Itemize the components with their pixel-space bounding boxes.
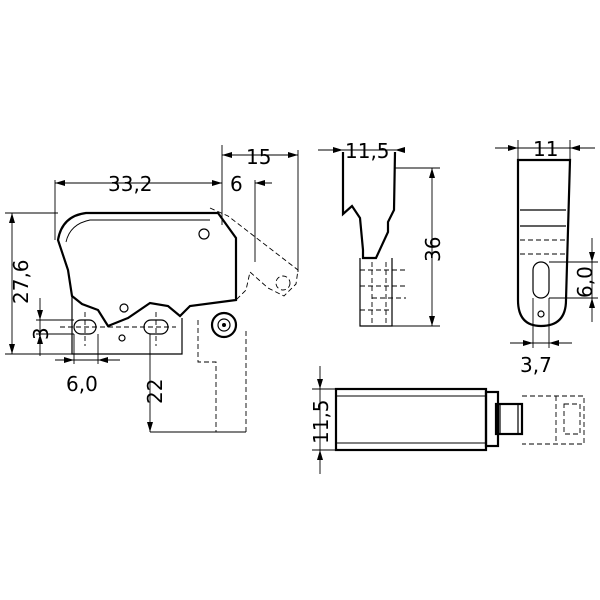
front-view: 33,2 15 6 27,6 3 6,0 [5, 145, 299, 433]
top-open-position [522, 395, 585, 445]
arrow [570, 145, 580, 151]
dim-top-height: 11,5 [309, 399, 333, 444]
arrow [317, 379, 323, 389]
lever-open-pin [275, 275, 291, 291]
arrow [55, 180, 65, 186]
dim-side-width: 11,5 [345, 139, 390, 163]
dim-end-slot-width: 3,7 [520, 353, 552, 377]
roller-outer [210, 311, 238, 339]
side-view: 11,5 36 [318, 139, 445, 327]
arrow [9, 344, 15, 354]
dim-side-height: 36 [421, 237, 445, 262]
dim-slot-spacing: 6,0 [66, 372, 98, 396]
arrow [98, 357, 108, 363]
dim-slot-height: 3 [29, 327, 53, 340]
arrow [429, 168, 435, 178]
dim-lever-total: 15 [246, 145, 271, 169]
end-outline [516, 158, 572, 328]
arrow [288, 152, 298, 158]
end-slot [532, 261, 550, 299]
arrow [589, 252, 595, 262]
front-housing-outline [56, 211, 238, 328]
front-hole-top [198, 228, 210, 240]
arrow [147, 422, 153, 432]
lever-open-position [209, 207, 299, 301]
front-hole-mid [119, 303, 129, 313]
arrow [589, 298, 595, 308]
catch-outline [197, 320, 247, 433]
arrow [37, 310, 43, 320]
front-inner-line [65, 219, 210, 243]
arrow [508, 145, 518, 151]
front-lower-plate [71, 296, 183, 355]
dim-end-slot-height: 6,0 [573, 266, 597, 298]
dim-end-width: 11 [533, 137, 558, 161]
top-view: 11,5 [309, 366, 585, 474]
arrow [255, 180, 265, 186]
arrow [333, 147, 343, 153]
arrow [222, 152, 232, 158]
arrow [9, 213, 15, 223]
top-roller [494, 402, 524, 436]
dim-lever-offset: 6 [230, 172, 243, 196]
arrow [395, 147, 405, 153]
roller-inner [217, 318, 231, 332]
arrow [549, 340, 559, 346]
dim-front-width: 33,2 [108, 172, 153, 196]
top-clip [484, 390, 500, 448]
arrow [64, 357, 74, 363]
front-hole-low [118, 334, 126, 342]
roller-center [222, 323, 226, 327]
end-view: 11 6,0 3,7 [495, 137, 598, 377]
arrow [317, 450, 323, 460]
top-body [334, 387, 488, 452]
arrow [523, 340, 533, 346]
side-hook-outline [341, 151, 397, 260]
dim-front-height: 27,6 [9, 259, 33, 304]
side-body [359, 258, 393, 327]
arrow [37, 334, 43, 344]
end-hole [537, 310, 545, 318]
arrow [429, 316, 435, 326]
dim-catch-depth: 22 [143, 379, 167, 404]
